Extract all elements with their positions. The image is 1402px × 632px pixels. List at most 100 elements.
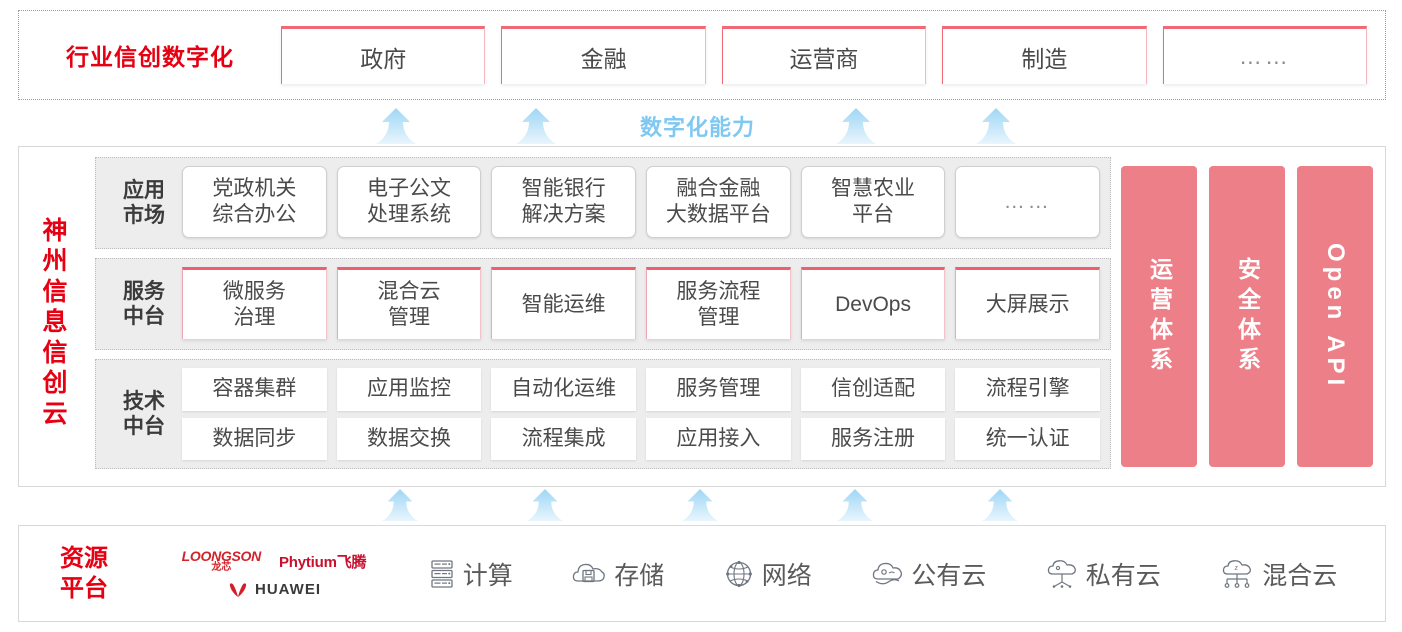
side-bar-open-api[interactable]: Open API [1297,166,1373,467]
vendor-logo-row: LOONGSON 龙芯 Phytium飞腾 [182,549,367,573]
app-cell-more[interactable]: …… [955,166,1101,238]
resource-item-list: 计算 存储 [399,556,1385,592]
resource-item-label: 混合云 [1262,561,1338,590]
vendor-logo-list: LOONGSON 龙芯 Phytium飞腾 HUAWEI [149,549,399,598]
network-globe-icon [725,560,752,587]
up-arrow-icon [982,489,1018,521]
app-cell-smart-agriculture[interactable]: 智慧农业平台 [800,166,946,238]
tech-cell-automated-ops[interactable]: 自动化运维 [491,368,637,411]
up-arrow-icon [976,108,1016,144]
tech-cell-xinchuang-adaptation[interactable]: 信创适配 [800,368,946,411]
side-bar-operations-system[interactable]: 运营体系 [1121,166,1197,467]
resource-title-line: 资源 [60,544,108,572]
resource-item-label: 网络 [761,561,812,590]
vendor-logo-row: HUAWEI [227,581,321,598]
resource-item-network[interactable]: 网络 [724,556,812,592]
svg-text:z: z [1235,565,1239,572]
hybrid-cloud-icon: z [1223,559,1252,588]
cloud-panel: 神 州 信 息 信 创 云 应用 市场 党政机关综合办公 电子公文处理系统 [18,146,1386,487]
app-cell-finance-bigdata[interactable]: 融合金融大数据平台 [646,166,791,238]
industry-box-telecom[interactable]: 运营商 [721,26,927,84]
resource-item-private-cloud[interactable]: 私有云 [1046,556,1161,592]
app-cell-smart-banking[interactable]: 智能银行解决方案 [491,166,637,238]
phytium-logo: Phytium飞腾 [278,553,367,571]
server-icon [431,559,453,588]
layer-stack: 应用 市场 党政机关综合办公 电子公文处理系统 智能银行解决方案 融合金融大数据… [95,157,1111,476]
industry-box-list: 政府 金融 运营商 制造 …… [281,26,1385,84]
up-arrow-icon [527,489,563,521]
resource-item-label: 公有云 [911,561,987,590]
huawei-logo: HUAWEI [227,581,321,598]
up-arrow-icon [682,489,718,521]
cloud-storage-icon [573,563,606,582]
cloud-title-char: 创 [42,369,68,398]
loongson-logo: LOONGSON 龙芯 [181,548,262,573]
up-arrow-icon [516,108,556,144]
tech-cell-app-access[interactable]: 应用接入 [646,417,791,460]
svc-cell-devops[interactable]: DevOps [800,267,946,339]
side-bar-label: 运营体系 [1146,256,1173,377]
svc-cell-dashboard-display[interactable]: 大屏展示 [955,267,1101,339]
industry-band: 行业信创数字化 政府 金融 运营商 制造 …… [18,10,1386,100]
layer-label-line: 应用 [123,178,165,202]
resource-item-compute[interactable]: 计算 [429,556,513,592]
side-bar-list: 运营体系 安全体系 Open API [1121,157,1373,476]
resource-item-storage[interactable]: 存储 [572,556,664,592]
up-arrow-icon [836,108,876,144]
technical-cell-row: 数据同步 数据交换 流程集成 应用接入 服务注册 统一认证 [182,417,1101,460]
industry-box-finance[interactable]: 金融 [501,26,706,84]
resource-item-label: 计算 [462,561,513,590]
capability-label: 数字化能力 [640,115,756,140]
loongson-logo-text-cn: 龙芯 [211,562,232,573]
cloud-title-char: 信 [42,338,68,367]
resource-item-label: 存储 [614,561,665,590]
app-cell-edocument-system[interactable]: 电子公文处理系统 [336,166,482,238]
tech-cell-app-monitoring[interactable]: 应用监控 [336,368,482,411]
tech-cell-unified-auth[interactable]: 统一认证 [955,417,1101,460]
layer-application-market: 应用 市场 党政机关综合办公 电子公文处理系统 智能银行解决方案 融合金融大数据… [95,157,1111,249]
cloud-title-char: 州 [42,247,68,276]
resource-item-hybrid-cloud[interactable]: z 混合云 [1220,556,1337,592]
resource-item-public-cloud[interactable]: 公有云 [871,556,986,592]
side-bar-security-system[interactable]: 安全体系 [1209,166,1285,467]
cloud-body: 应用 市场 党政机关综合办公 电子公文处理系统 智能银行解决方案 融合金融大数据… [91,147,1385,486]
industry-box-manufacturing[interactable]: 制造 [942,26,1147,84]
technical-cell-row: 容器集群 应用监控 自动化运维 服务管理 信创适配 流程引擎 [182,368,1101,411]
layer-label-application-market: 应用 市场 [106,178,182,228]
application-cell-list: 党政机关综合办公 电子公文处理系统 智能银行解决方案 融合金融大数据平台 智慧农… [182,166,1101,240]
tech-cell-data-exchange[interactable]: 数据交换 [336,417,482,460]
svc-cell-intelligent-ops[interactable]: 智能运维 [491,267,637,339]
resource-title-line: 平台 [60,574,108,602]
svc-cell-service-process-management[interactable]: 服务流程管理 [646,267,791,339]
tech-cell-data-sync[interactable]: 数据同步 [182,417,327,460]
huawei-flower-icon [229,582,247,597]
layer-label-service-platform: 服务 中台 [106,279,182,329]
technical-cell-grid: 容器集群 应用监控 自动化运维 服务管理 信创适配 流程引擎 数据同步 数据交换… [182,368,1101,460]
huawei-logo-text: HUAWEI [255,581,321,598]
layer-label-technical-platform: 技术 中台 [106,389,182,439]
private-cloud-icon [1047,559,1076,588]
layer-label-line: 市场 [123,204,165,227]
tech-cell-container-cluster[interactable]: 容器集群 [182,368,327,411]
cloud-title-char: 神 [42,216,68,245]
tech-cell-service-management[interactable]: 服务管理 [646,368,791,411]
industry-box-more[interactable]: …… [1162,26,1368,84]
svc-cell-hybrid-cloud-management[interactable]: 混合云管理 [336,267,482,339]
cloud-platform-title: 神 州 信 息 信 创 云 [19,147,91,486]
svc-cell-microservice-governance[interactable]: 微服务治理 [182,267,327,339]
tech-cell-process-integration[interactable]: 流程集成 [491,417,637,460]
tech-cell-service-registry[interactable]: 服务注册 [800,417,946,460]
loongson-logo-text-en: LOONGSON [181,548,262,564]
tech-cell-process-engine[interactable]: 流程引擎 [955,368,1101,411]
cloud-title-char: 息 [42,308,68,337]
layer-technical-platform: 技术 中台 容器集群 应用监控 自动化运维 服务管理 信创适配 流程引擎 [95,359,1111,469]
up-arrow-icon [837,489,873,521]
industry-box-government[interactable]: 政府 [281,26,486,84]
layer-label-line: 服务 [123,279,165,303]
layer-label-line: 中台 [123,415,165,438]
capability-band: 数字化能力 [0,104,1402,146]
resource-platform-title: 资源 平台 [19,544,149,604]
app-cell-government-office[interactable]: 党政机关综合办公 [182,166,327,238]
resource-uplink-band [0,489,1402,525]
cloud-title-char: 信 [42,277,68,306]
